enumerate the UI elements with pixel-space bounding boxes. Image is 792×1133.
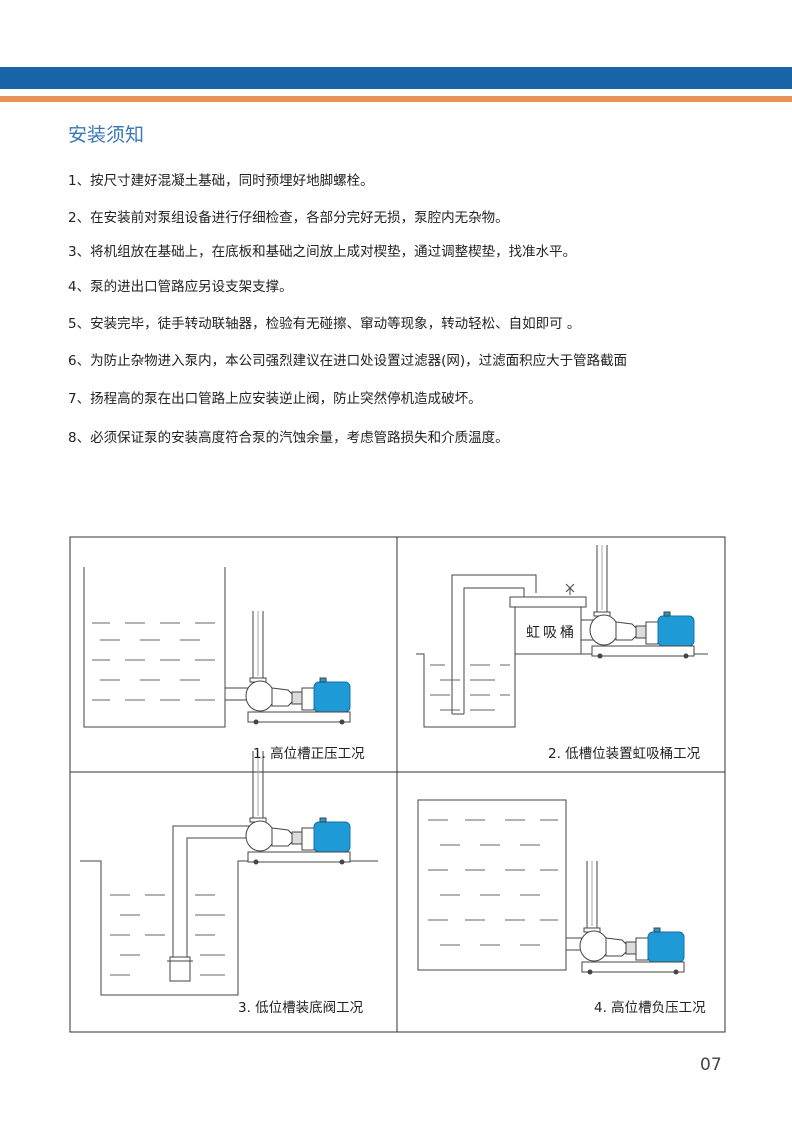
instruction-item: 3、将机组放在基础上，在底板和基础之间放上成对楔垫，通过调整楔垫，找准水平。 <box>68 244 577 260</box>
header-blue-bar <box>0 67 792 89</box>
instruction-item: 5、安装完毕，徒手转动联轴器，检验有无碰擦、窜动等现象，转动轻松、自如即可 。 <box>68 316 581 332</box>
page-number: 07 <box>700 1055 722 1075</box>
instruction-item: 2、在安装前对泵组设备进行仔细检查，各部分完好无损，泵腔内无杂物。 <box>68 210 509 226</box>
instruction-item: 4、泵的进出口管路应另设支架支撑。 <box>68 279 293 295</box>
header-orange-bar <box>0 96 792 102</box>
instruction-item: 1、按尺寸建好混凝土基础，同时预埋好地脚螺栓。 <box>68 173 374 189</box>
instruction-item: 6、为防止杂物进入泵内，本公司强烈建议在进口处设置过滤器(网)，过滤面积应大于管… <box>68 353 628 369</box>
diagram-caption: 1. 高位槽正压工况 <box>253 746 365 762</box>
page-title: 安装须知 <box>68 124 145 146</box>
diagram-caption: 4. 高位槽负压工况 <box>594 1000 706 1016</box>
diagram-caption: 3. 低位槽装底阀工况 <box>238 1000 364 1016</box>
siphon-bucket-label: 虹吸桶 <box>526 625 577 641</box>
diagram-caption: 2. 低槽位装置虹吸桶工况 <box>548 746 701 762</box>
instruction-item: 7、扬程高的泵在出口管路上应安装逆止阀，防止突然停机造成破坏。 <box>68 391 482 407</box>
instruction-item: 8、必须保证泵的安装高度符合泵的汽蚀余量，考虑管路损失和介质温度。 <box>68 430 509 446</box>
